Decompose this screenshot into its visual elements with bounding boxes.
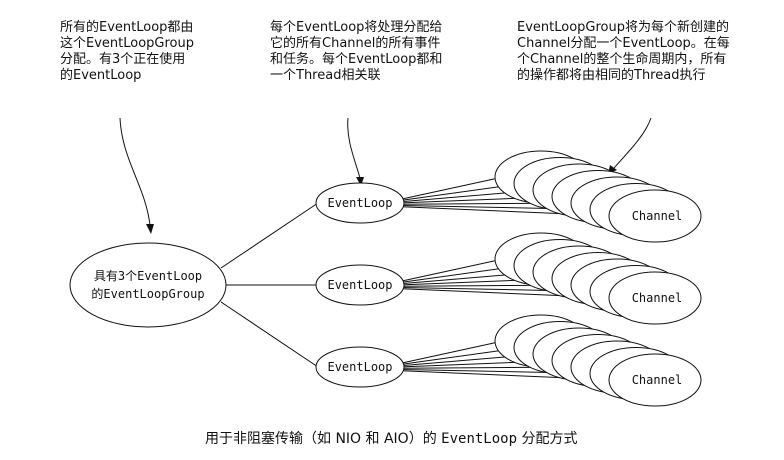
eventloop-node <box>315 264 405 306</box>
channel-annotation-line: Channel分配一个EventLoop。在每 <box>517 36 730 51</box>
channel-annotation-line: EventLoopGroup将为每个新创建的 <box>517 20 729 35</box>
group-callout-arrow <box>119 117 151 226</box>
group-annotation: 所有的EventLoop都由 这个EventLoopGroup 分配。有3个正在… <box>60 20 194 84</box>
group-to-eventloop-1 <box>220 202 319 269</box>
figure-caption: 用于非阻塞传输（如 NIO 和 AIO）的 EventLoop 分配方式 <box>205 428 577 448</box>
arrow-head <box>356 177 364 186</box>
group-connectors <box>220 202 319 368</box>
eventloop-channel-link <box>401 176 504 200</box>
group-annotation-line: 所有的EventLoop都由 <box>60 20 194 35</box>
eventloop-channel-link <box>401 340 504 364</box>
group-annotation-line: 分配。有3个正在使用 <box>60 52 186 67</box>
eventloop-cluster-1: Channel EventLoop <box>315 150 702 243</box>
callout-arrows <box>119 117 652 226</box>
eventloop-node <box>315 182 405 224</box>
eventloop-annotation-line: 每个EventLoop将处理分配给 <box>270 20 443 35</box>
channel-label: Channel <box>632 209 683 223</box>
eventloop-label: EventLoop <box>327 278 392 292</box>
channel-label: Channel <box>632 291 683 305</box>
eventloopgroup-node <box>69 242 227 328</box>
group-node-line1: 具有3个EventLoop <box>94 269 202 283</box>
arrow-head <box>146 224 154 234</box>
channel-callout-arrow <box>613 117 652 169</box>
channel-node <box>608 189 702 243</box>
channel-annotation: EventLoopGroup将为每个新创建的 Channel分配一个EventL… <box>517 20 730 84</box>
eventloop-node <box>315 346 405 388</box>
channel-label: Channel <box>632 373 683 387</box>
channel-node <box>608 353 702 407</box>
group-to-eventloop-3 <box>220 301 319 368</box>
channel-node <box>608 271 702 325</box>
eventloop-annotation: 每个EventLoop将处理分配给 它的所有Channel的所有事件 和任务。每… <box>270 20 442 84</box>
caption-suffix: 分配方式 <box>517 431 578 447</box>
eventloop-annotation-line: 和任务。每个EventLoop都和 <box>270 52 443 67</box>
group-annotation-line: 的EventLoop <box>60 68 142 83</box>
group-annotation-line: 这个EventLoopGroup <box>60 36 194 51</box>
eventloop-label: EventLoop <box>327 196 392 210</box>
group-node-line2: 的EventLoopGroup <box>91 286 204 301</box>
eventloop-callout-arrow <box>347 117 361 179</box>
caption-eventloop: EventLoop <box>441 431 518 447</box>
eventloop-cluster-2: Channel EventLoop <box>315 232 702 325</box>
eventloop-cluster-3: Channel EventLoop <box>315 314 702 407</box>
eventloop-label: EventLoop <box>327 360 392 374</box>
channel-annotation-line: 的操作都将由相同的Thread执行 <box>517 68 706 83</box>
eventloop-annotation-line: 它的所有Channel的所有事件 <box>270 36 441 51</box>
eventloop-channel-link <box>401 258 504 282</box>
caption-prefix: 用于非阻塞传输（如 NIO 和 AIO）的 <box>205 431 442 447</box>
eventloop-annotation-line: 一个Thread相关联 <box>270 68 381 83</box>
channel-annotation-line: 个Channel的整个生命周期内，所有 <box>517 52 727 67</box>
